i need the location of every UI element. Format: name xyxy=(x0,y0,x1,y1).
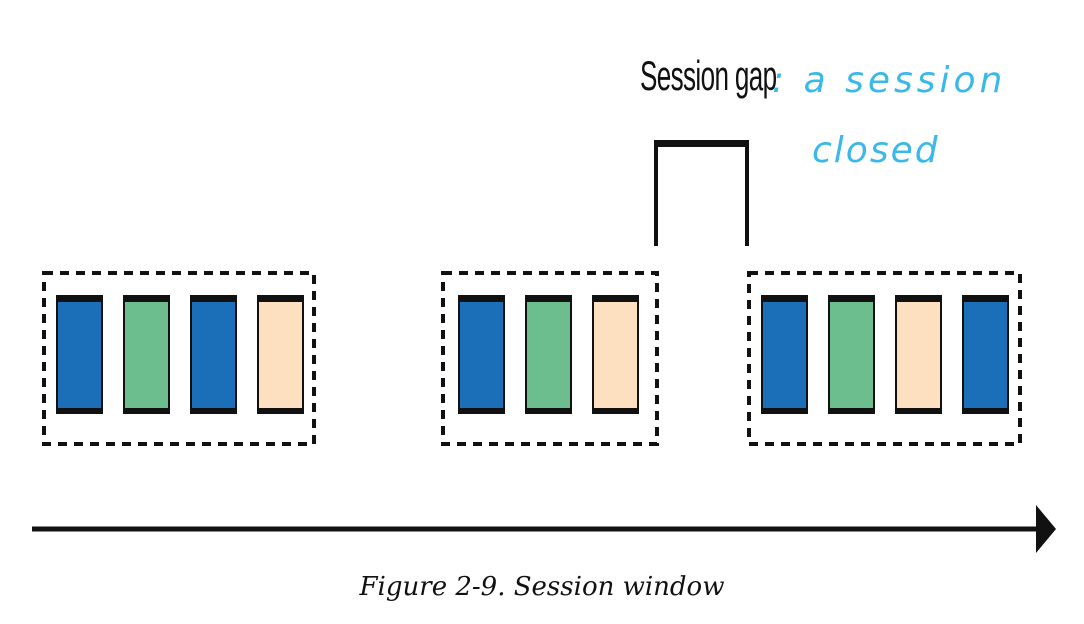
window-dashed-frame xyxy=(42,271,316,446)
event-block-blue xyxy=(56,295,103,414)
event-block-blue xyxy=(458,295,505,414)
time-axis-arrowhead xyxy=(1036,505,1056,553)
session-window-2 xyxy=(441,271,659,446)
event-block-peach xyxy=(895,295,942,414)
event-block-blue xyxy=(190,295,237,414)
session-gap-bracket-top xyxy=(654,140,749,147)
event-block-green xyxy=(525,295,572,414)
session-gap-label: Session gap xyxy=(640,52,777,99)
event-block-blue xyxy=(761,295,808,414)
event-block-green xyxy=(123,295,170,414)
session-windows xyxy=(42,271,1022,446)
handwritten-annotation-line-2: closed xyxy=(812,130,940,171)
event-block-blue xyxy=(962,295,1009,414)
session-window-3 xyxy=(747,271,1022,446)
handwritten-annotation-line-1: : a session xyxy=(772,60,1007,101)
session-gap-bracket xyxy=(654,141,749,246)
window-dashed-frame xyxy=(747,271,1022,446)
figure-caption: Figure 2-9. Session window xyxy=(359,572,725,602)
event-block-peach xyxy=(257,295,304,414)
event-block-peach xyxy=(592,295,639,414)
session-window-1 xyxy=(42,271,316,446)
event-block-green xyxy=(828,295,875,414)
